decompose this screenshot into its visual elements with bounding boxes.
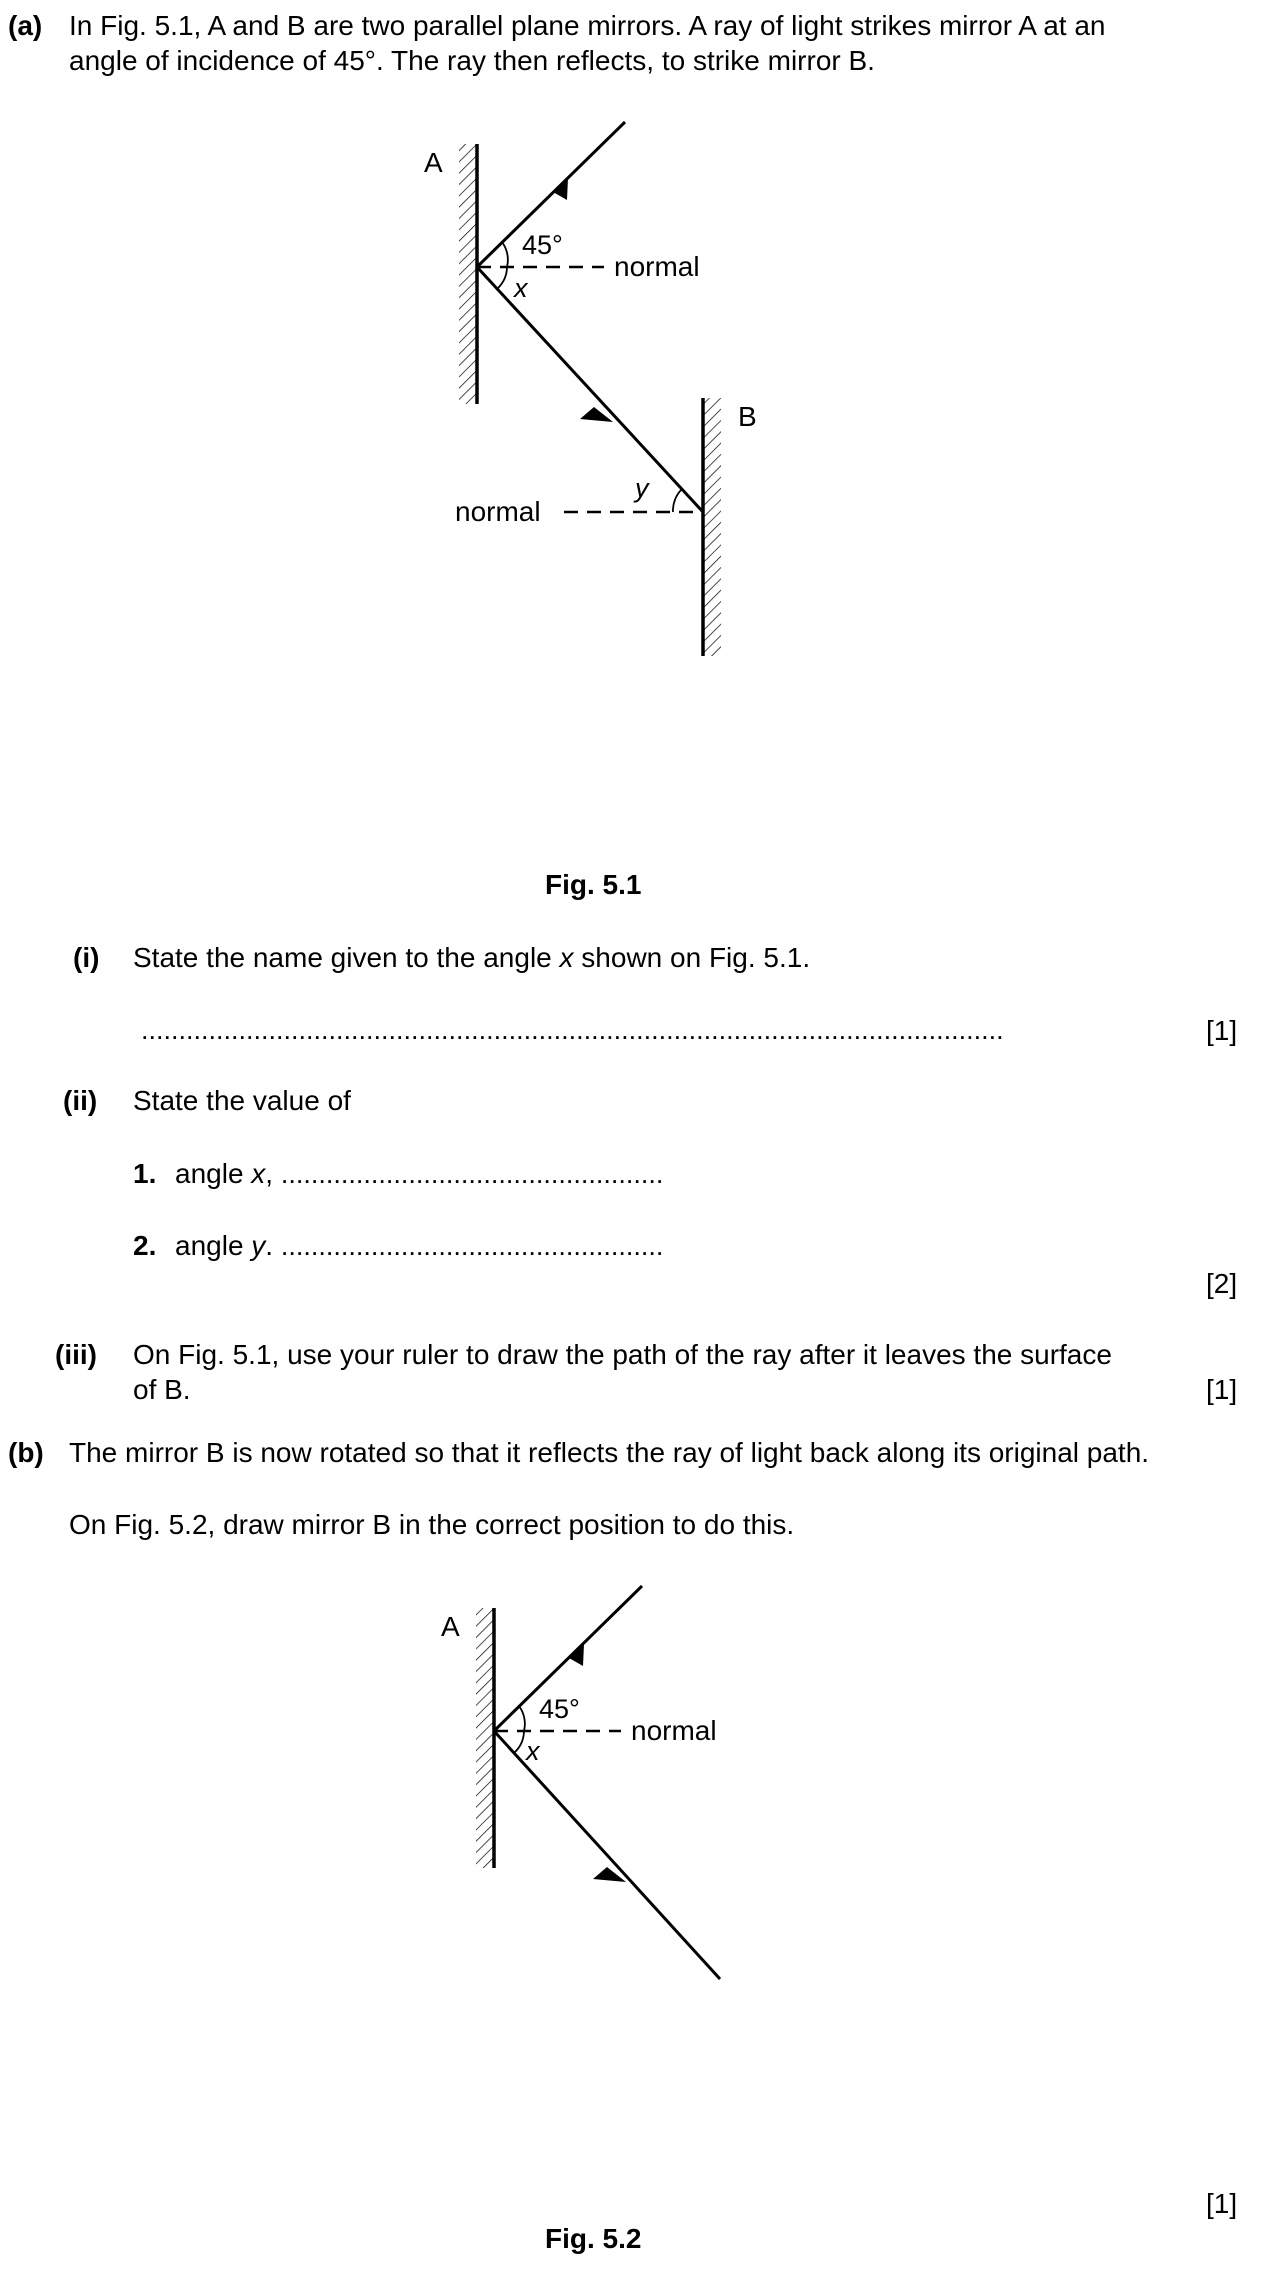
q-ii-item2-text: angle [175,1230,252,1261]
fig2-angle-x-label: x [524,1736,541,1766]
fig-5-2-diagram: A 45° normal x [441,1584,722,1981]
q-iii-label: (iii) [55,1339,97,1370]
angle-y-label: y [633,473,650,503]
q-ii-item2-var: y [251,1230,266,1261]
q-ii-item1-punct: , [265,1158,274,1189]
angle-45-label: 45° [522,230,563,260]
normal-1-label: normal [614,251,700,282]
angle-45-arc [501,241,509,268]
mirror-b-label: B [738,401,757,432]
part-b-line1: The mirror B is now rotated so that it r… [69,1437,1150,1468]
q-i-answer-line[interactable]: ........................................… [141,1017,1004,1044]
q-ii-item1-var: x [251,1158,266,1189]
angle-x-label: x [512,273,529,303]
mirror-b-hatching [703,398,721,656]
fig-5-2-caption: Fig. 5.2 [545,2223,642,2254]
part-b-line2: On Fig. 5.2, draw mirror B in the correc… [69,1509,795,1540]
q-ii-text: State the value of [133,1085,351,1116]
fig2-incident-arrowhead [569,1644,584,1666]
part-b-label: (b) [8,1437,44,1468]
q-iii-marks: [1] [1206,1374,1238,1405]
q-i-label: (i) [73,942,100,973]
q-ii-item1: angle x, ...............................… [175,1160,663,1188]
q-iii-line1: On Fig. 5.1, use your ruler to draw the … [133,1339,1112,1370]
fig2-angle-x-arc [514,1730,525,1753]
part-a-line2: angle of incidence of 45°. The ray then … [69,45,875,76]
q-ii-item2: angle y. ...............................… [175,1232,663,1260]
part-a-label: (a) [8,10,43,41]
q-ii-label: (ii) [63,1085,98,1116]
reflected-arrowhead [580,407,613,422]
q-i-text: State the name given to the angle x show… [133,944,810,972]
q-i-var: x [559,942,574,973]
q-ii-item2-num: 2. [133,1230,157,1261]
q-ii-marks: [2] [1206,1268,1238,1299]
fig2-mirror-a-label: A [441,1611,460,1642]
mirror-a-hatching [459,144,477,404]
q-i-text-after: shown on Fig. 5.1. [573,942,811,973]
fig2-reflected-arrowhead [593,1867,626,1882]
fig2-reflected-ray [492,1729,722,1981]
angle-x-arc [497,266,508,289]
fig-5-2-marks: [1] [1206,2188,1238,2219]
incident-arrowhead [553,178,568,200]
fig-5-1-diagram: A 45° normal x B normal y [424,120,757,656]
fig2-mirror-a-hatching [476,1608,494,1868]
q-ii-item1-answer-line[interactable]: ........................................… [280,1159,664,1189]
angle-y-arc [672,488,683,513]
q-ii-item2-answer-line[interactable]: ........................................… [280,1231,664,1261]
part-a-line1: In Fig. 5.1, A and B are two parallel pl… [69,10,1106,41]
q-i-text-before: State the name given to the angle [133,942,560,973]
fig-5-1-caption: Fig. 5.1 [545,869,642,900]
q-iii-line2: of B. [133,1374,191,1405]
fig2-angle-45-label: 45° [539,1694,580,1724]
mirror-a-label: A [424,147,443,178]
q-ii-item1-num: 1. [133,1158,157,1189]
fig2-normal-label: normal [631,1715,717,1746]
fig2-angle-45-arc [518,1705,526,1732]
q-ii-item1-text: angle [175,1158,252,1189]
reflected-ray [475,265,705,514]
normal-2-label: normal [455,496,541,527]
q-ii-item2-punct: . [265,1230,274,1261]
q-i-marks: [1] [1206,1015,1238,1046]
